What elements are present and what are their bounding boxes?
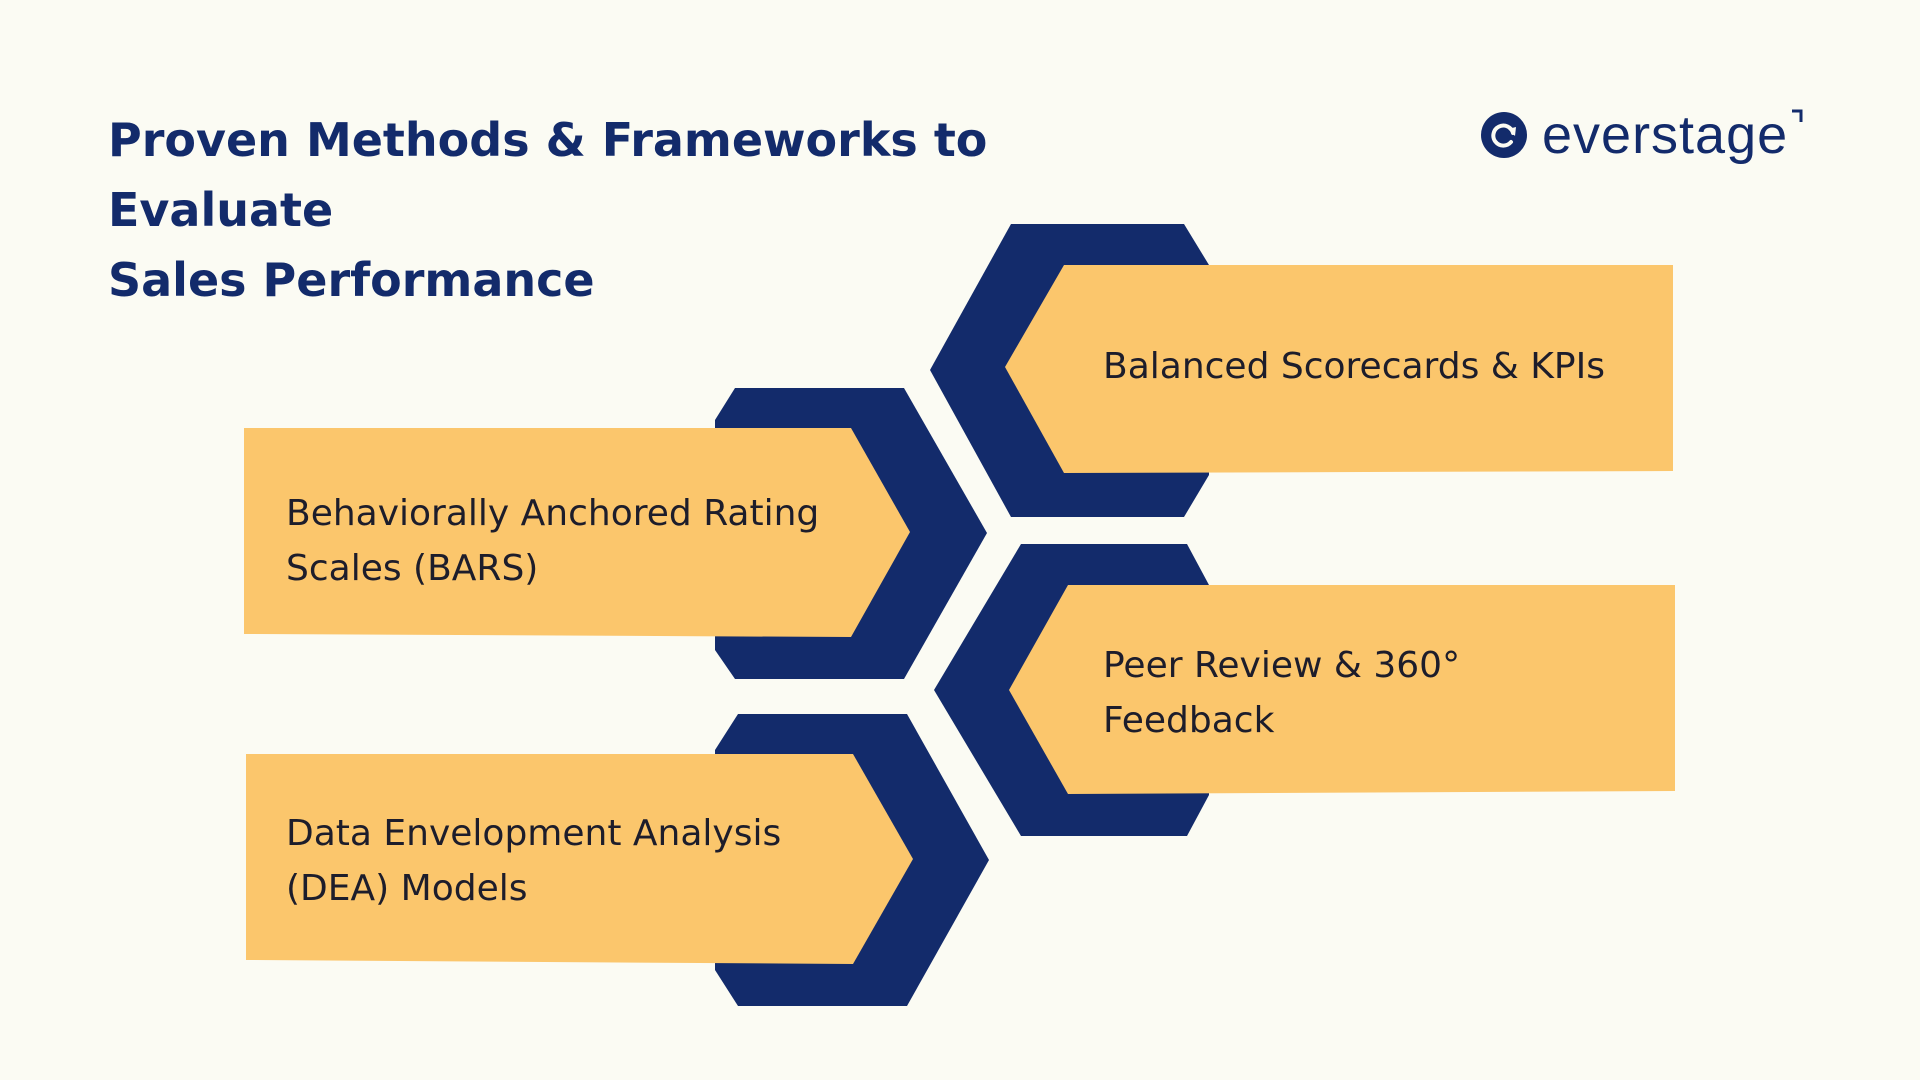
everstage-logo: everstage — [1480, 100, 1804, 170]
method-label-balanced-scorecards: Balanced Scorecards & KPIs — [1103, 346, 1605, 387]
circular-arrow-icon — [1481, 112, 1527, 158]
title-line-1: Proven Methods & Frameworks to Evaluate — [108, 113, 988, 237]
brand-name: everstage — [1542, 105, 1789, 165]
method-label-bars: Behaviorally Anchored Rating Scales (BAR… — [286, 493, 820, 589]
page-title: Proven Methods & Frameworks to Evaluate … — [108, 105, 1208, 315]
method-label-peer-review: Peer Review & 360° Feedback — [1103, 645, 1461, 741]
brand-tick-mark — [1792, 109, 1803, 122]
method-label-dea-models: Data Envelopment Analysis (DEA) Models — [286, 813, 782, 909]
method-card-peer-review — [1009, 585, 1675, 794]
method-card-balanced-scorecards — [1005, 265, 1673, 473]
method-card-bars — [244, 428, 910, 637]
method-card-dea-models — [246, 754, 913, 964]
title-line-2: Sales Performance — [108, 253, 595, 307]
